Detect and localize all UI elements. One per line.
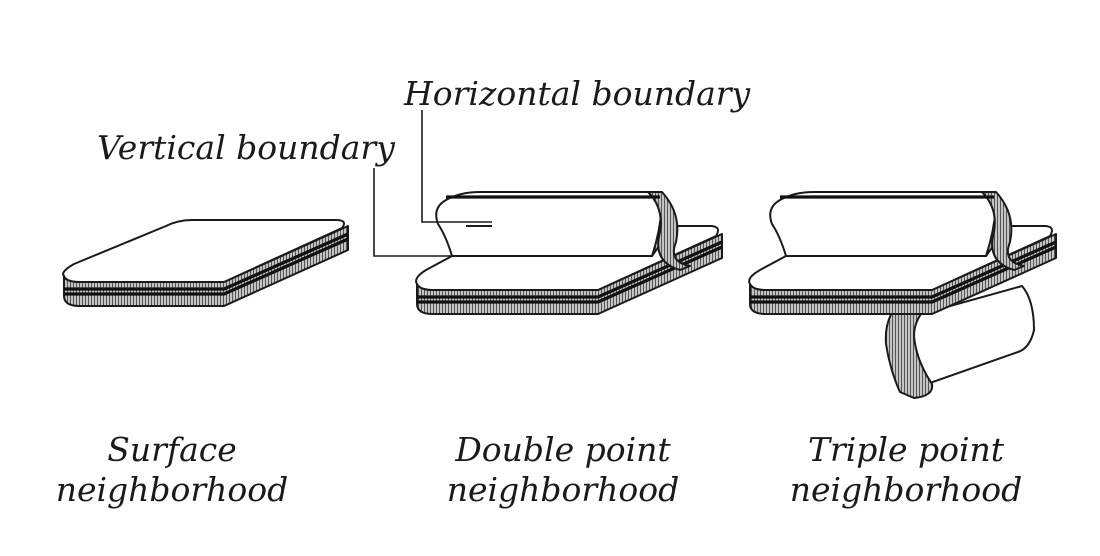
- triple-point-caption: Triple point neighborhood: [790, 430, 1023, 509]
- double-plate-top: [415, 225, 719, 291]
- double-vertical-sheet-face: [435, 191, 663, 257]
- horizontal-boundary-leader: [421, 110, 492, 223]
- triple-point-caption-line2: neighborhood: [790, 470, 1023, 509]
- surface-caption-line1: Surface: [107, 430, 237, 469]
- surface-plate-top: [62, 219, 345, 283]
- triple-point-caption-line1: Triple point: [808, 430, 1005, 469]
- triple-lower-sheet-edge: [867, 299, 943, 399]
- triple-point-figure: [748, 191, 1057, 399]
- horizontal-boundary-callout: Horizontal boundary: [403, 74, 751, 223]
- triple-vertical-sheet-face: [769, 191, 997, 257]
- double-point-caption-line1: Double point: [454, 430, 671, 469]
- triple-vertical-sheet-curl: [981, 191, 1025, 271]
- surface-caption-line2: neighborhood: [56, 470, 289, 509]
- surface-neighborhood-figure: [62, 219, 349, 307]
- surface-caption: Surface neighborhood: [56, 430, 289, 509]
- triple-plate-top: [748, 225, 1053, 291]
- double-point-caption: Double point neighborhood: [447, 430, 680, 509]
- surface-plate-band: [64, 232, 349, 296]
- double-point-figure: [415, 191, 723, 315]
- double-vertical-sheet-curl: [647, 191, 691, 271]
- horizontal-boundary-label: Horizontal boundary: [403, 74, 751, 113]
- double-point-caption-line2: neighborhood: [447, 470, 680, 509]
- vertical-boundary-callout: Vertical boundary: [97, 128, 470, 257]
- vertical-boundary-leader: [373, 168, 470, 257]
- vertical-boundary-label: Vertical boundary: [97, 128, 395, 167]
